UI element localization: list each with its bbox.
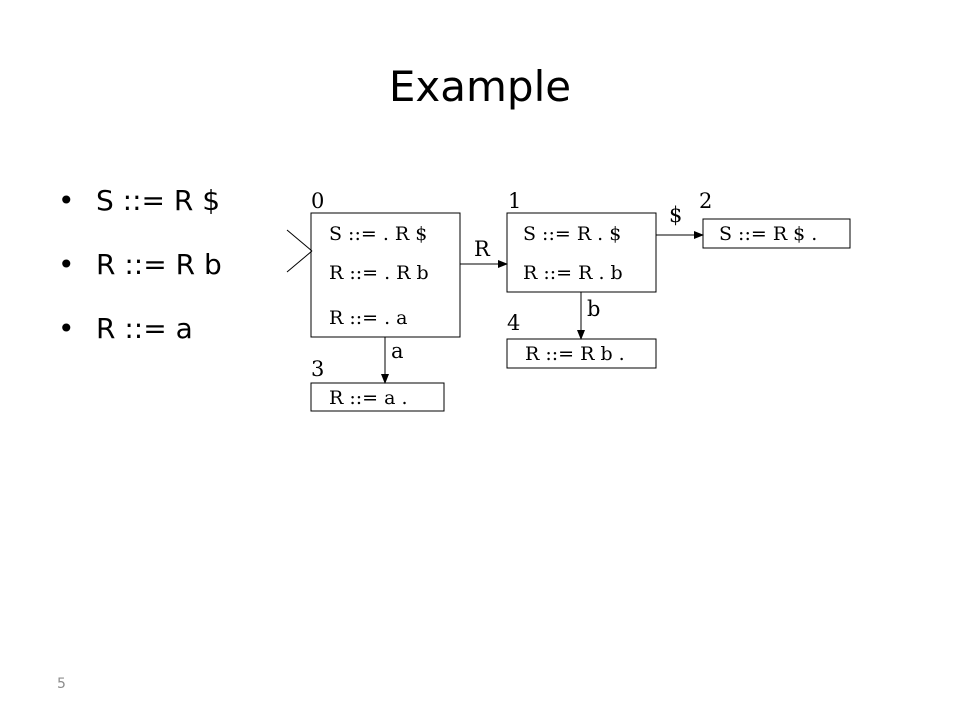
lr-item: R ::= . a bbox=[329, 307, 408, 329]
lr-item: S ::= R $ . bbox=[719, 223, 817, 245]
transition-1-4: b bbox=[577, 292, 600, 340]
grammar-rule-text: S ::= R $ bbox=[96, 184, 221, 217]
lr-item: R ::= R . b bbox=[523, 262, 623, 284]
state-box bbox=[310, 382, 445, 412]
state-1: 1 S ::= R . $ R ::= R . b bbox=[506, 189, 657, 293]
transition-label: R bbox=[474, 237, 491, 261]
lr-item: S ::= R . $ bbox=[523, 223, 621, 245]
lr-item: S ::= . R $ bbox=[329, 223, 427, 245]
grammar-rule-text: R ::= a bbox=[96, 312, 193, 345]
transition-0-1: R bbox=[460, 237, 508, 268]
grammar-rule-text: R ::= R b bbox=[96, 248, 222, 281]
transition-1-2: $ bbox=[656, 203, 704, 239]
state-label: 3 bbox=[311, 357, 324, 381]
start-arrow-lower bbox=[286, 250, 313, 273]
slide-number: 5 bbox=[57, 676, 66, 692]
bullet-icon: • bbox=[58, 312, 75, 345]
transition-0-3: a bbox=[381, 337, 404, 384]
grammar-rule: • R ::= a bbox=[58, 304, 222, 368]
bullet-icon: • bbox=[58, 248, 75, 281]
grammar-rule: • S ::= R $ bbox=[58, 176, 222, 240]
lr-item: R ::= . R b bbox=[329, 262, 429, 284]
grammar-rule: • R ::= R b bbox=[58, 240, 222, 304]
start-arrow-upper bbox=[286, 229, 313, 252]
bullet-icon: • bbox=[58, 184, 75, 217]
state-4: 4 R ::= R b . bbox=[506, 311, 657, 369]
lr-item: R ::= R b . bbox=[525, 343, 625, 365]
state-0: 0 S ::= . R $ R ::= . R b R ::= . a bbox=[310, 189, 461, 338]
state-3: 3 R ::= a . bbox=[310, 357, 445, 412]
transition-label: $ bbox=[669, 203, 682, 227]
state-2: 2 S ::= R $ . bbox=[699, 189, 851, 249]
grammar-list: •S ::= R $ •R ::= R b •R ::= a bbox=[58, 176, 222, 368]
transition-label: a bbox=[391, 339, 404, 363]
transition-label: b bbox=[587, 297, 600, 321]
state-label: 0 bbox=[311, 189, 324, 213]
state-label: 4 bbox=[507, 311, 520, 335]
lr-item: R ::= a . bbox=[329, 387, 408, 409]
state-label: 2 bbox=[699, 189, 712, 213]
state-label: 1 bbox=[508, 189, 521, 213]
slide-title: Example bbox=[388, 62, 572, 111]
